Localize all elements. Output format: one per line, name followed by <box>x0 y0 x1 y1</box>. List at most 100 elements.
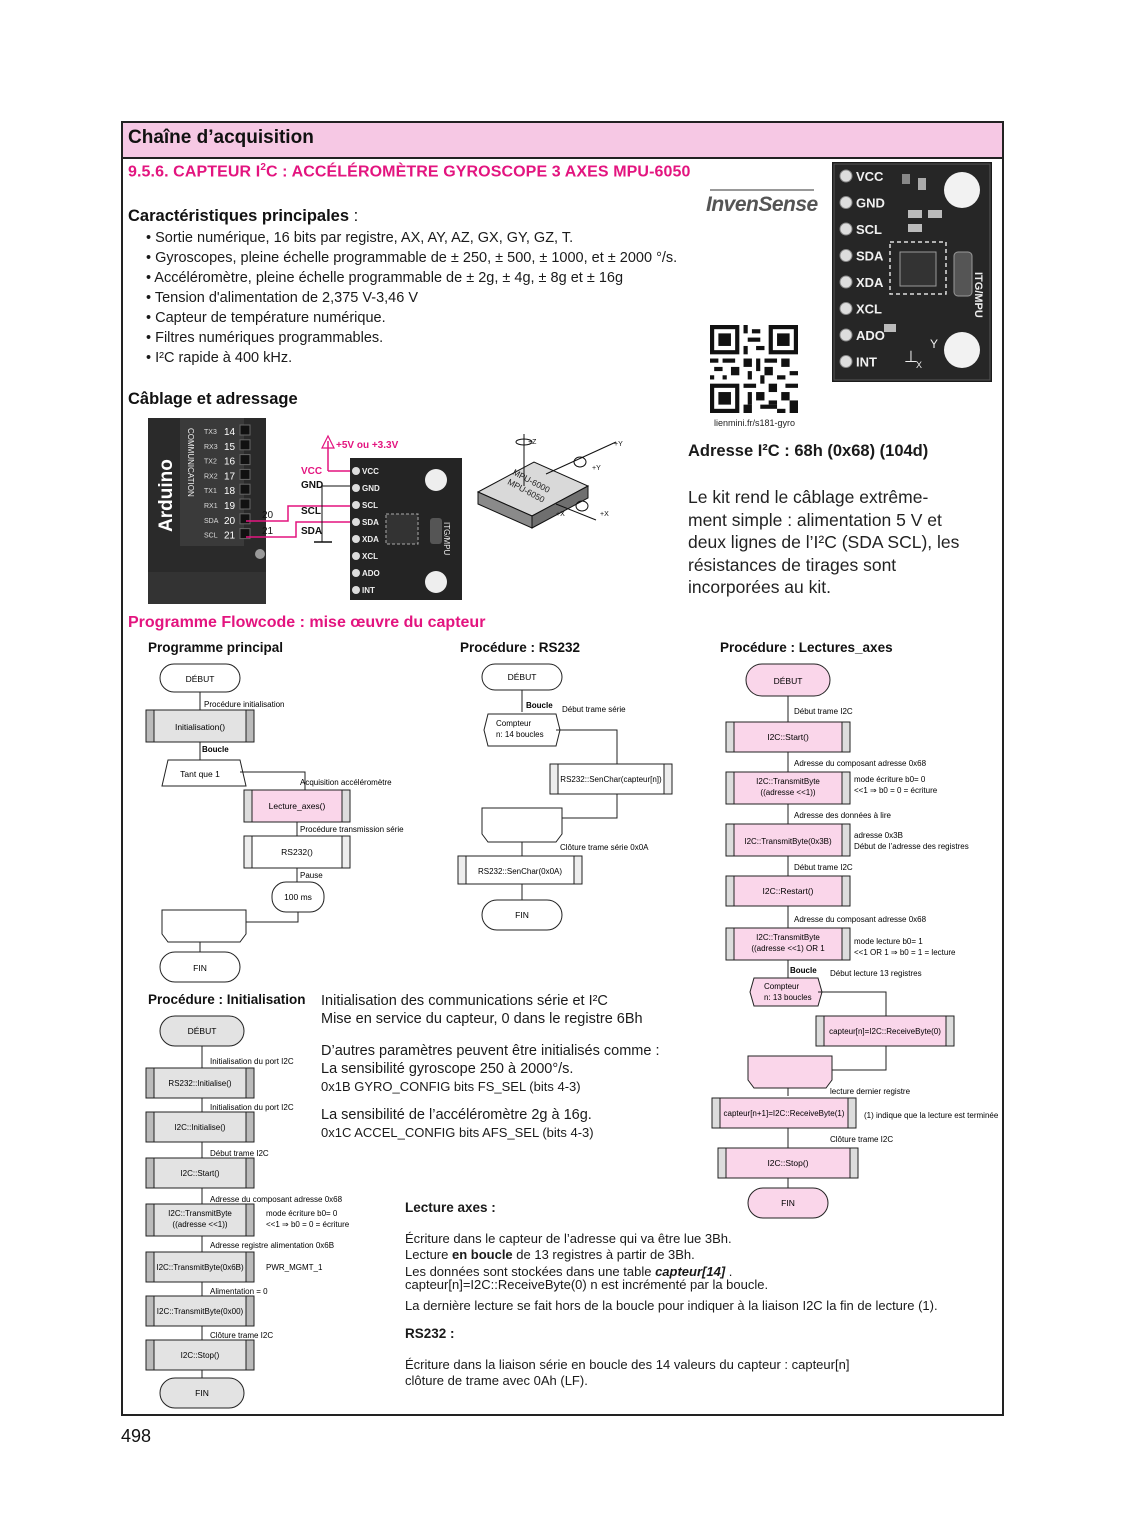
module-pin-hole <box>840 356 852 368</box>
reading-notes: Lecture axes : Écriture dans le capteur … <box>405 1200 938 1390</box>
feature-item: • I²C rapide à 400 kHz. <box>146 348 677 368</box>
module-pin-hole <box>840 276 852 288</box>
arduino-pin-number: 19 <box>224 501 236 512</box>
init-notes: Initialisation des communications série … <box>321 992 659 1142</box>
arduino-label: Arduino <box>156 459 177 532</box>
arduino-pin-number: 21 <box>224 531 236 542</box>
arduino-pin-header <box>240 514 250 524</box>
arduino-pin-name: RX1 <box>204 503 218 510</box>
header-title: Chaîne d’acquisition <box>128 127 314 149</box>
arduino-pin-name: TX2 <box>204 459 217 466</box>
main-program-flowchart: DÉBUT Procédure initialisation Initialis… <box>140 660 440 985</box>
feature-item: • Sortie numérique, 16 bits par registre… <box>146 228 677 248</box>
main-program-title: Programme principal <box>148 640 283 655</box>
module-pin-label: XDA <box>856 275 884 290</box>
wiring-pin-label: SDA <box>362 518 379 527</box>
arduino-pin-number: 15 <box>224 442 236 453</box>
wiring-pin-label: ADO <box>362 569 380 578</box>
arduino-pin-header <box>240 484 250 494</box>
wiring-pin-hole <box>352 501 360 509</box>
svg-text:Procédure initialisation: Procédure initialisation <box>204 700 285 709</box>
vcc-label: VCC <box>301 466 322 477</box>
svg-text:Pause: Pause <box>300 871 323 880</box>
svg-text:mode écriture b0= 0<<1 ⇒ b0 =: mode écriture b0= 0<<1 ⇒ b0 = 0 = écritu… <box>854 775 938 795</box>
feature-item: • Capteur de température numérique. <box>146 308 677 328</box>
svg-text:Début trame I2C: Début trame I2C <box>794 707 853 716</box>
wiring-pin-hole <box>352 518 360 526</box>
arduino-pin-number: 16 <box>224 457 236 468</box>
communication-label: COMMUNICATION <box>186 428 195 497</box>
svg-text:capteur[n]=I2C::ReceiveByte(0): capteur[n]=I2C::ReceiveByte(0) <box>829 1027 941 1036</box>
svg-text:DÉBUT: DÉBUT <box>188 1026 217 1036</box>
svg-text:Tant que 1: Tant que 1 <box>180 769 220 779</box>
svg-text:mode écriture b0= 0<<1 ⇒ b0 =: mode écriture b0= 0<<1 ⇒ b0 = 0 = écritu… <box>266 1209 350 1229</box>
page-number: 498 <box>121 1426 151 1447</box>
svg-text:RS232::SenChar(0x0A): RS232::SenChar(0x0A) <box>478 867 562 876</box>
arduino-pin-header <box>240 455 250 465</box>
svg-text:Initialisation du port I2C: Initialisation du port I2C <box>210 1057 294 1066</box>
svg-text:Acquisition accéléromètre: Acquisition accéléromètre <box>300 778 392 787</box>
svg-text:Adresse du composant adresse 0: Adresse du composant adresse 0x68 <box>794 915 927 924</box>
svg-text:capteur[n+1]=I2C::ReceiveByte(: capteur[n+1]=I2C::ReceiveByte(1) <box>724 1109 845 1118</box>
svg-text:Clôture trame série 0x0A: Clôture trame série 0x0A <box>560 843 649 852</box>
svg-text:Début trame I2C: Début trame I2C <box>210 1149 269 1158</box>
arduino-pin-header <box>240 499 250 509</box>
init-proc-title: Procédure : Initialisation <box>148 992 306 1007</box>
module-pin-hole <box>840 170 852 182</box>
address-heading: Adresse I²C : 68h (0x68) (104d) <box>688 442 928 461</box>
svg-text:RS232::SenChar(capteur[n]): RS232::SenChar(capteur[n]) <box>560 775 662 784</box>
wiring-pin-label: GND <box>362 484 380 493</box>
svg-text:+X: +X <box>600 511 609 518</box>
module-pin-label: INT <box>856 355 877 370</box>
module-pin-label: VCC <box>856 169 884 184</box>
svg-text:Adresse des données à lire: Adresse des données à lire <box>794 811 892 820</box>
svg-text:DÉBUT: DÉBUT <box>186 674 215 684</box>
svg-text:Initialisation(): Initialisation() <box>175 722 225 732</box>
svg-text:Boucle: Boucle <box>202 745 229 754</box>
svg-text:PWR_MGMT_1: PWR_MGMT_1 <box>266 1263 323 1272</box>
invensense-logo: InvenSense <box>706 193 818 223</box>
svg-text:Début lecture 13 registres: Début lecture 13 registres <box>830 969 922 978</box>
arduino-pin-header <box>240 469 250 479</box>
svg-text:Début trame série: Début trame série <box>562 705 626 714</box>
svg-text:Adresse du composant adresse 0: Adresse du composant adresse 0x68 <box>210 1195 343 1204</box>
feature-item: • Filtres numériques programmables. <box>146 328 677 348</box>
svg-text:Adresse registre alimentation: Adresse registre alimentation 0x6B <box>210 1241 334 1250</box>
section-title: 9.5.6. CAPTEUR I2C : ACCÉLÉROMÈTRE GYROS… <box>128 162 691 181</box>
svg-text:+X: +X <box>556 511 565 518</box>
svg-text:I2C::Stop(): I2C::Stop() <box>181 1351 220 1360</box>
svg-text:mode lecture b0= 1<<1 OR 1 ⇒ b: mode lecture b0= 1<<1 OR 1 ⇒ b0 = 1 = le… <box>854 937 956 957</box>
svg-text:100 ms: 100 ms <box>284 892 312 902</box>
address-text: Le kit rend le câblage extrême- ment sim… <box>688 486 959 599</box>
module-pin-hole <box>840 223 852 235</box>
wiring-pin-hole <box>352 552 360 560</box>
rs232-proc-title: Procédure : RS232 <box>460 640 580 655</box>
sda-label: SDA <box>301 526 322 537</box>
svg-text:I2C::Start(): I2C::Start() <box>180 1169 219 1178</box>
svg-text:FIN: FIN <box>515 910 529 920</box>
arduino-pin-number: 20 <box>224 516 236 527</box>
wire-num-20: 20 <box>262 510 274 521</box>
svg-text:Boucle: Boucle <box>526 701 553 710</box>
wiring-pin-label: INT <box>362 586 375 595</box>
svg-text:I2C::Start(): I2C::Start() <box>767 732 809 742</box>
module-pin-hole <box>840 250 852 262</box>
svg-text:I2C::TransmitByte(0x3B): I2C::TransmitByte(0x3B) <box>744 837 832 846</box>
arduino-pin-header <box>240 440 250 450</box>
svg-text:Clôture trame I2C: Clôture trame I2C <box>830 1135 893 1144</box>
module-pin-label: XCL <box>856 302 882 317</box>
svg-text:Y: Y <box>930 337 938 351</box>
wiring-pin-label: SCL <box>362 501 378 510</box>
svg-text:+Y: +Y <box>592 465 601 472</box>
svg-text:Début trame I2C: Début trame I2C <box>794 863 853 872</box>
module-pin-hole <box>840 303 852 315</box>
svg-text:RS232(): RS232() <box>281 847 313 857</box>
wiring-diagram: Arduino COMMUNICATION TX314RX315TX216RX2… <box>146 414 686 610</box>
svg-text:DÉBUT: DÉBUT <box>508 672 537 682</box>
qr-code[interactable] <box>710 325 798 413</box>
wiring-pin-hole <box>352 467 360 475</box>
svg-text:I2C::TransmitByte(0x00): I2C::TransmitByte(0x00) <box>157 1307 244 1316</box>
arduino-pin-name: TX1 <box>204 488 217 495</box>
module-pin-hole <box>840 329 852 341</box>
